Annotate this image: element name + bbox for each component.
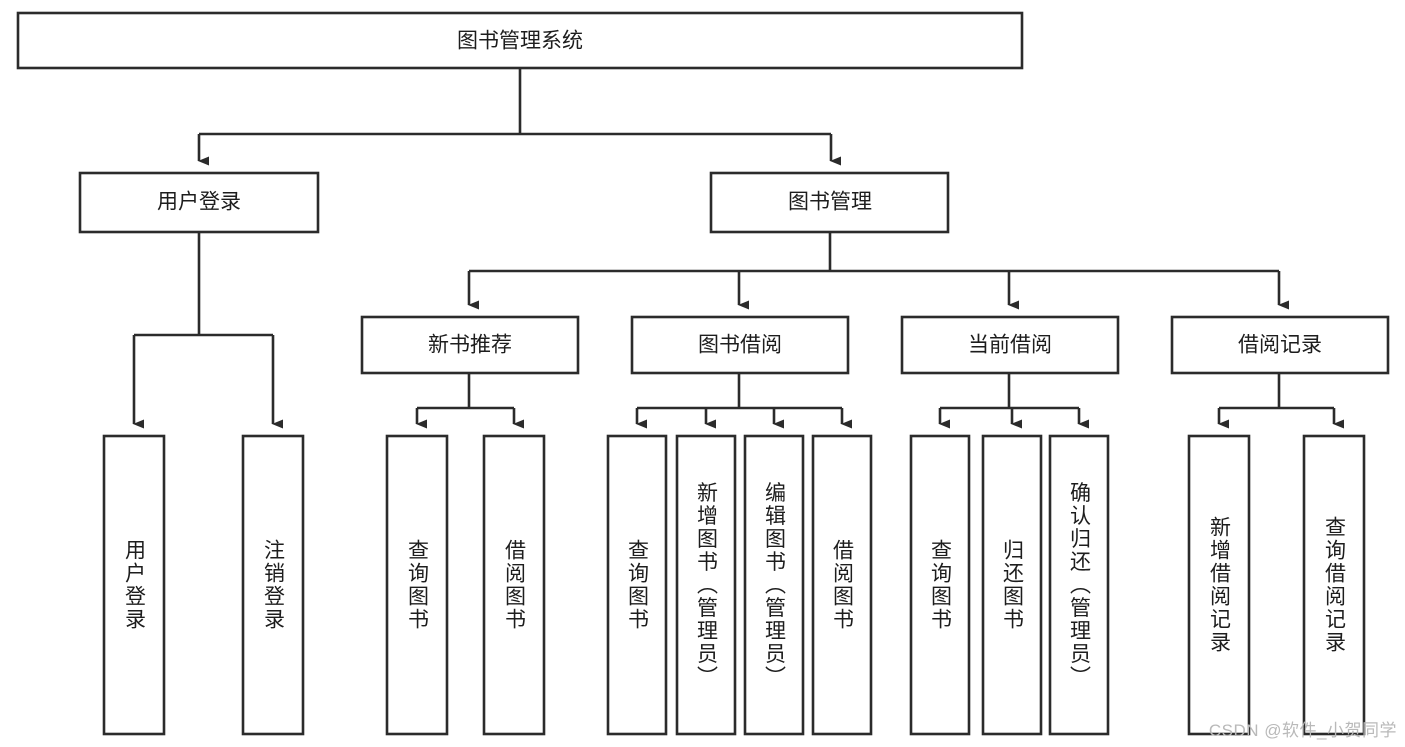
node-book-manage-label: 图书管理	[788, 191, 872, 214]
node-new-book-recommend-label: 新书推荐	[428, 334, 512, 357]
node-leaf-query-borrow-record-box[interactable]	[1302, 434, 1366, 736]
node-leaf-edit-book-admin-box[interactable]	[743, 434, 805, 736]
connectors-current-borrow-to-leaves	[938, 373, 1089, 429]
node-leaf-query-book-cur-box[interactable]	[909, 434, 971, 736]
node-new-book-recommend-box[interactable]	[360, 315, 580, 375]
node-leaf-user-login-label: 用户登录	[123, 539, 147, 631]
node-leaf-query-book-rec-box[interactable]	[385, 434, 449, 736]
node-borrow-record-label: 借阅记录	[1238, 334, 1322, 357]
node-leaf-add-book-admin-box[interactable]	[675, 434, 737, 736]
node-leaf-user-login-box[interactable]	[102, 434, 166, 736]
node-root-box[interactable]	[16, 11, 1024, 70]
node-leaf-query-borrow-record[interactable]: 查询借阅记录	[1302, 434, 1366, 736]
node-user-login-box[interactable]	[78, 171, 320, 234]
connectors-new-book-recommend-to-leaves	[415, 373, 524, 429]
node-leaf-edit-book-admin-label: 编辑图书（管理员）	[763, 482, 787, 689]
node-book-borrow-label: 图书借阅	[698, 334, 782, 357]
node-current-borrow-box[interactable]	[900, 315, 1120, 375]
connectors-book-borrow-to-leaves	[635, 373, 852, 429]
node-leaf-return-book-box[interactable]	[981, 434, 1043, 736]
node-user-login-label: 用户登录	[157, 191, 241, 214]
node-leaf-return-book[interactable]: 归还图书	[981, 434, 1043, 736]
node-root[interactable]: 图书管理系统	[16, 11, 1024, 70]
node-leaf-query-book-borrow-box[interactable]	[606, 434, 668, 736]
node-user-login[interactable]: 用户登录	[78, 171, 320, 234]
node-leaf-borrow-book-label: 借阅图书	[831, 539, 855, 631]
node-leaf-confirm-return-admin-label: 确认归还（管理员）	[1068, 482, 1092, 689]
node-leaf-query-book-borrow-label: 查询图书	[626, 539, 650, 631]
connectors-user-login-to-leaves	[132, 232, 283, 429]
node-leaf-borrow-book-rec-box[interactable]	[482, 434, 546, 736]
node-leaf-return-book-label: 归还图书	[1001, 539, 1025, 631]
connectors-book-manage-to-level3	[467, 232, 1289, 310]
node-leaf-confirm-return-admin[interactable]: 确认归还（管理员）	[1048, 434, 1110, 736]
node-leaf-borrow-book-rec-label: 借阅图书	[503, 539, 527, 631]
node-book-manage-box[interactable]	[709, 171, 950, 234]
node-leaf-query-book-borrow[interactable]: 查询图书	[606, 434, 668, 736]
node-current-borrow[interactable]: 当前借阅	[900, 315, 1120, 375]
node-book-borrow[interactable]: 图书借阅	[630, 315, 850, 375]
node-leaf-query-book-rec[interactable]: 查询图书	[385, 434, 449, 736]
node-root-label: 图书管理系统	[457, 30, 583, 53]
node-leaf-logout[interactable]: 注销登录	[241, 434, 305, 736]
node-borrow-record[interactable]: 借阅记录	[1170, 315, 1390, 375]
node-leaf-add-borrow-record-box[interactable]	[1187, 434, 1251, 736]
node-leaf-edit-book-admin[interactable]: 编辑图书（管理员）	[743, 434, 805, 736]
connectors-borrow-record-to-leaves	[1217, 373, 1344, 429]
node-borrow-record-box[interactable]	[1170, 315, 1390, 375]
node-leaf-borrow-book[interactable]: 借阅图书	[811, 434, 873, 736]
node-leaf-borrow-book-rec[interactable]: 借阅图书	[482, 434, 546, 736]
node-leaf-query-book-rec-label: 查询图书	[406, 539, 430, 631]
node-leaf-borrow-book-box[interactable]	[811, 434, 873, 736]
node-current-borrow-label: 当前借阅	[968, 334, 1052, 357]
node-leaf-query-book-cur[interactable]: 查询图书	[909, 434, 971, 736]
node-leaf-add-borrow-record-label: 新增借阅记录	[1208, 516, 1232, 654]
node-leaf-user-login[interactable]: 用户登录	[102, 434, 166, 736]
connectors-root-to-level2	[197, 68, 841, 166]
node-leaf-query-book-cur-label: 查询图书	[929, 539, 953, 631]
node-book-manage[interactable]: 图书管理	[709, 171, 950, 234]
node-leaf-add-book-admin[interactable]: 新增图书（管理员）	[675, 434, 737, 736]
node-leaf-add-borrow-record[interactable]: 新增借阅记录	[1187, 434, 1251, 736]
node-book-borrow-box[interactable]	[630, 315, 850, 375]
node-leaf-add-book-admin-label: 新增图书（管理员）	[695, 482, 719, 689]
node-leaf-logout-box[interactable]	[241, 434, 305, 736]
node-leaf-confirm-return-admin-box[interactable]	[1048, 434, 1110, 736]
node-leaf-query-borrow-record-label: 查询借阅记录	[1323, 516, 1347, 654]
node-leaf-logout-label: 注销登录	[262, 539, 286, 631]
node-new-book-recommend[interactable]: 新书推荐	[360, 315, 580, 375]
